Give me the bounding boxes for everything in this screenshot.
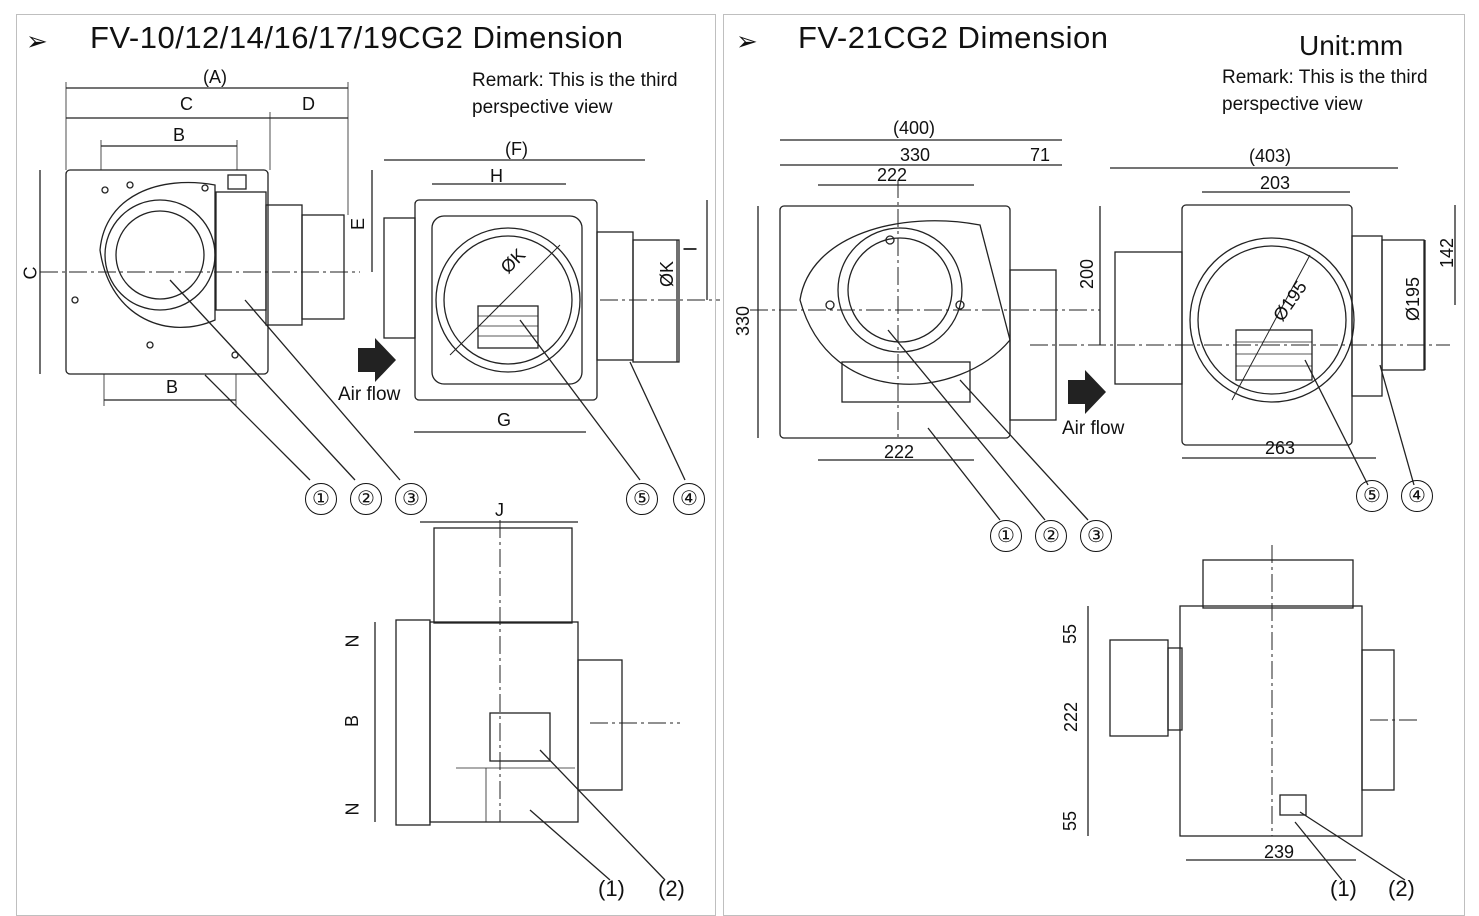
dim-label-K-side: ØK — [657, 260, 678, 288]
right-callout-1: ① — [990, 520, 1022, 552]
dim-label-222-side: 222 — [1061, 701, 1082, 733]
dim-label-55-top: 55 — [1060, 623, 1081, 645]
left-callout-4: ④ — [673, 483, 705, 515]
dim-label-142: 142 — [1437, 237, 1458, 269]
left-remark-line1: Remark: This is the third — [472, 70, 678, 91]
left-callout-3: ③ — [395, 483, 427, 515]
right-callout-2: ② — [1035, 520, 1067, 552]
dim-label-N-top: N — [342, 634, 363, 648]
dim-label-C-top: C — [180, 94, 193, 114]
dim-label-B-bottom: B — [166, 377, 179, 397]
dim-label-J: J — [495, 500, 504, 520]
left-callout-1: ① — [305, 483, 337, 515]
dim-label-I: I — [680, 246, 701, 252]
dim-label-E: E — [348, 217, 369, 231]
dim-label-203: 203 — [1260, 173, 1291, 193]
dim-label-330-side: 330 — [733, 305, 754, 337]
left-remark-line2: perspective view — [472, 97, 613, 118]
left-callout-5: ⑤ — [626, 483, 658, 515]
right-bottom-callout-1: (1) — [1330, 876, 1357, 901]
right-bottom-view — [1087, 545, 1420, 881]
dim-label-330: 330 — [900, 145, 931, 165]
dim-label-F: (F) — [505, 139, 528, 159]
right-air-flow-label: Air flow — [1062, 418, 1125, 439]
left-callout-2: ② — [350, 483, 382, 515]
right-remark-line2: perspective view — [1222, 94, 1363, 115]
dim-label-403: (403) — [1249, 146, 1292, 166]
left-bottom-callout-2: (2) — [658, 876, 685, 901]
right-front-view — [750, 139, 1106, 521]
left-bottom-view — [374, 520, 680, 881]
dim-label-222-bottom: 222 — [884, 442, 915, 462]
unit-label: Unit:mm — [1299, 30, 1404, 61]
dim-label-D: D — [302, 94, 315, 114]
right-callout-5: ⑤ — [1356, 480, 1388, 512]
right-side-view — [1030, 167, 1456, 486]
dim-label-195-side: Ø195 — [1403, 276, 1424, 322]
left-panel-title: FV-10/12/14/16/17/19CG2 Dimension — [90, 20, 624, 55]
left-front-view — [39, 82, 401, 481]
dim-label-222-top: 222 — [877, 165, 908, 185]
dim-label-263: 263 — [1265, 438, 1296, 458]
dim-label-400: (400) — [893, 118, 936, 138]
dim-label-55-bottom: 55 — [1060, 810, 1081, 832]
left-bottom-callout-1: (1) — [598, 876, 625, 901]
right-panel-title: FV-21CG2 Dimension — [798, 20, 1109, 55]
bullet-arrow-icon: ➢ — [26, 26, 48, 56]
right-remark-line1: Remark: This is the third — [1222, 67, 1428, 88]
dim-label-239: 239 — [1264, 842, 1295, 862]
dim-label-71: 71 — [1030, 145, 1051, 165]
dim-label-A: (A) — [203, 67, 227, 87]
right-callout-4: ④ — [1401, 480, 1433, 512]
dim-label-B-side: B — [342, 714, 363, 728]
left-side-view — [358, 159, 720, 481]
dim-label-H: H — [490, 166, 503, 186]
dim-label-N-bottom: N — [342, 802, 363, 816]
dim-label-C-side: C — [20, 266, 41, 280]
left-air-flow-label: Air flow — [338, 384, 401, 405]
dim-label-G: G — [497, 410, 512, 430]
right-callout-3: ③ — [1080, 520, 1112, 552]
dim-label-200: 200 — [1077, 258, 1098, 290]
right-bottom-callout-2: (2) — [1388, 876, 1415, 901]
bullet-arrow-icon: ➢ — [736, 26, 758, 56]
dim-label-B-top: B — [173, 125, 186, 145]
